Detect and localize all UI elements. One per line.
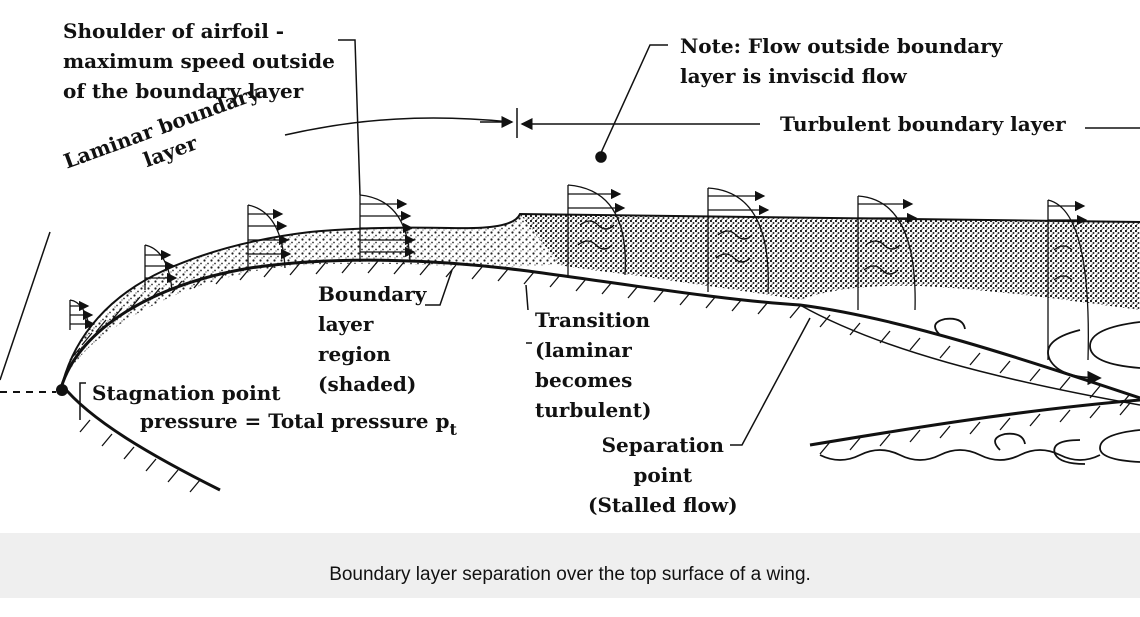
turbulent-boundary-layer-label: Turbulent boundary layer bbox=[780, 112, 1066, 136]
airfoil-lower-surface bbox=[60, 384, 221, 492]
figure-caption: Boundary layer separation over the top s… bbox=[329, 564, 811, 585]
turbulent-region bbox=[520, 214, 1140, 310]
laminar-velocity-profiles bbox=[69, 194, 416, 331]
stagnation-point-marker bbox=[0, 382, 86, 420]
surface-hatching bbox=[69, 260, 1131, 493]
boundary-layer-diagram: Shoulder of airfoil - maximum speed outs… bbox=[0, 19, 1140, 517]
shoulder-label: Shoulder of airfoil - maximum speed outs… bbox=[63, 19, 335, 103]
transition-label: Transition (laminar becomes turbulent) bbox=[535, 308, 652, 422]
boundary-layer-edge bbox=[61, 212, 1140, 386]
stagnation-point-label: Stagnation point bbox=[92, 381, 281, 405]
outer-flow-lines bbox=[284, 108, 1140, 138]
boundary-layer-region-label: Boundary layer region (shaded) bbox=[318, 282, 427, 396]
separation-point-label: Separation point (Stalled flow) bbox=[588, 433, 738, 517]
turbulent-velocity-profiles bbox=[567, 184, 1089, 361]
caption-bar: Boundary layer separation over the top s… bbox=[0, 533, 1140, 598]
airfoil-drawing bbox=[0, 39, 1140, 493]
lower-rear-surface bbox=[809, 398, 1140, 447]
pressure-label: pressure = Total pressure pt bbox=[140, 406, 457, 445]
leader-lines bbox=[0, 39, 811, 446]
laminar-region bbox=[62, 214, 570, 385]
note-label: Note: Flow outside boundary layer is inv… bbox=[680, 34, 1003, 88]
pressure-subscript: t bbox=[449, 420, 457, 439]
airfoil-surface bbox=[60, 258, 1140, 400]
separated-flow-line bbox=[799, 304, 1140, 406]
pressure-text: pressure = Total pressure p bbox=[140, 409, 450, 433]
separated-eddies bbox=[819, 317, 1140, 465]
